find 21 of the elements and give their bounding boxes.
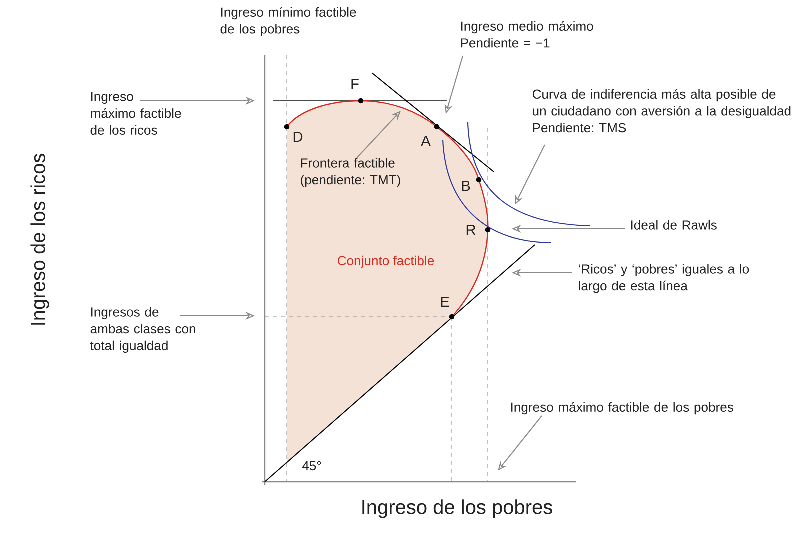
leader-arrow [356,111,401,158]
annotation-text: ‘Ricos’ y ‘pobres’ iguales a lo largo de esta línea [579,264,750,294]
point-label: E [441,296,450,308]
annotation-text: Ingreso medio máximo Pendiente = −1 [461,21,594,48]
angle-label: 45° [302,461,322,471]
point-label: A [421,136,431,146]
annotation-text: Ingresos de ambas clases con total igualdad [90,307,196,354]
indifference-curve [442,140,552,244]
point-label: F [352,78,359,90]
axis-title: Ingreso de los ricos [30,154,50,325]
annotation-text: Curva de indiferencia más alta posible de un ciudadano con aversión a la desigualdad Pendiente: TMS [532,89,791,133]
annotation-text: Ingreso máximo factible de los ricos [90,92,182,135]
region-label: Conjunto factible [338,256,434,268]
annotation-text: Frontera factible (pendiente: TMT) [301,158,400,188]
annotation-text: Ingreso mínimo factible de los pobres [220,7,356,36]
point-label: B [462,180,470,192]
axis-title: Ingreso de los pobres [362,500,552,518]
point-label: D [294,132,303,142]
annotation-text: Ingreso máximo factible de los pobres [511,402,734,415]
annotation-text: Ideal de Rawls [631,220,717,230]
point-label: R [466,224,476,236]
